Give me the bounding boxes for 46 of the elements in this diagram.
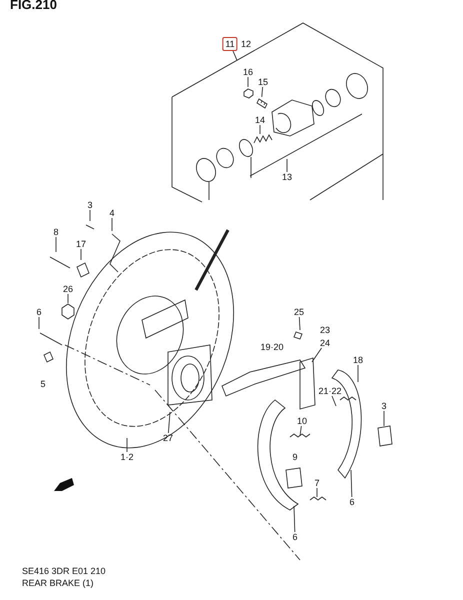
leader-line	[38, 316, 40, 330]
callout-number: 13	[281, 172, 293, 182]
figure-title: FIG.210	[10, 0, 57, 10]
callout-number: 16	[242, 67, 254, 77]
callout-number: 3	[380, 401, 388, 411]
leader-line	[332, 396, 336, 406]
leader-line	[350, 470, 352, 498]
callout-number: 10	[296, 416, 308, 426]
callout-number: 19·20	[260, 342, 284, 352]
leader-line	[298, 316, 300, 330]
callout-number: 5	[40, 379, 46, 389]
callout-number: 15	[257, 77, 269, 87]
callout-number: 23	[319, 325, 331, 335]
leader-line	[232, 50, 238, 61]
callout-number: 26	[62, 284, 74, 294]
callout-number: 12	[240, 39, 252, 49]
callout-number: 4	[108, 208, 116, 218]
catalog-code: SE416 3DR E01 210	[22, 566, 106, 576]
callout-number: 3	[86, 200, 94, 210]
callout-number: 18	[352, 355, 364, 365]
cap-drawing	[242, 87, 254, 97]
leader-line	[168, 412, 170, 434]
leader-line	[316, 488, 318, 498]
leader-line	[80, 248, 82, 260]
callout-number: 7	[314, 478, 320, 488]
callout-number: 25	[293, 307, 305, 317]
callout-number: 27	[162, 433, 174, 443]
leader-line	[294, 506, 296, 532]
callout-number: 14	[254, 115, 266, 125]
page-caption: REAR BRAKE (1)	[22, 578, 94, 588]
leader-line	[312, 348, 322, 362]
callout-number: 1·2	[120, 452, 134, 462]
callout-number: 6	[36, 307, 42, 317]
leader-line	[261, 86, 263, 98]
callout-number: 8	[52, 227, 60, 237]
leader-line	[126, 438, 128, 452]
screw-drawing	[257, 97, 269, 109]
callout-number: 6	[348, 497, 356, 507]
nut-drawing	[61, 303, 75, 319]
callout-number: 6	[292, 532, 298, 542]
leader-line	[300, 426, 302, 436]
callout-number: 21·22	[317, 386, 343, 396]
callout-number: 17	[75, 239, 87, 249]
callout-number: 9	[292, 452, 298, 462]
callout-number: 24	[319, 338, 331, 348]
leader-line	[286, 158, 288, 172]
